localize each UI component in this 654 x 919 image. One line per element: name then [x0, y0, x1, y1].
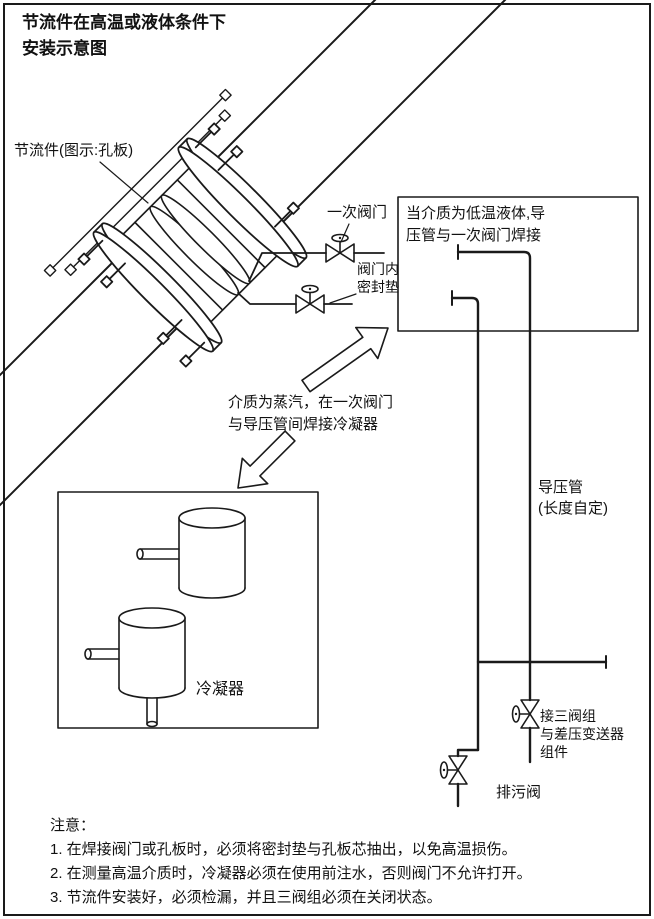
title-line1: 节流件在高温或液体条件下: [22, 13, 226, 32]
impulse-pipes: [450, 244, 608, 808]
arrow-to-valves: [301, 326, 389, 393]
title-line2: 安装示意图: [22, 39, 107, 58]
impulse-pipe-line1: 导压管: [538, 479, 584, 496]
arrow-to-condenser: [237, 430, 296, 489]
note-item-3: 3. 节流件安装好，必须检漏，并且三阀组必须在关闭状态。: [50, 889, 442, 906]
primary-valve-label: 一次阀门: [327, 204, 388, 221]
flange-bolt-studs: [77, 122, 300, 368]
steam-note-label: 介质为蒸汽，在一次阀门 与导压管间焊接冷凝器: [228, 392, 393, 436]
steam-note-line2: 与导压管间焊接冷凝器: [228, 416, 379, 433]
impulse-pipe-line2: (长度自定): [538, 500, 608, 517]
condenser-label: 冷凝器: [196, 681, 245, 698]
condenser-cylinder-upper: [136, 507, 246, 599]
valve-gasket-label: 阀门内 密封垫: [357, 260, 399, 296]
leader-throttle: [99, 161, 149, 204]
manifold-line1: 接三阀组: [540, 708, 596, 724]
notes-block: 注意： 1. 在焊接阀门或孔板时，必须将密封垫与孔板芯抽出，以免高温损伤。 2.…: [50, 814, 532, 910]
leader-gasket: [329, 293, 357, 304]
impulse-pipe-label: 导压管 (长度自定): [538, 477, 608, 519]
manifold-valve-symbol: [511, 699, 540, 729]
right-flange: [177, 137, 308, 268]
manifold-line2: 与差压变送器: [540, 726, 624, 742]
low-temp-note-line1: 当介质为低温液体,导: [406, 205, 546, 222]
low-temp-note-box: [397, 196, 639, 332]
note-item-2: 2. 在测量高温介质时，冷凝器必须在使用前注水，否则阀门不允许打开。: [50, 865, 532, 882]
low-temp-note-label: 当介质为低温液体,导 压管与一次阀门焊接: [406, 203, 545, 247]
drain-valve-symbol: [439, 755, 468, 785]
drain-valve-label: 排污阀: [496, 784, 542, 801]
manifold-line3: 组件: [540, 744, 568, 760]
primary-valve-1-symbol: [325, 233, 355, 263]
primary-valve-2-symbol: [295, 284, 325, 314]
leader-primary-valve: [340, 223, 350, 243]
steam-note-line1: 介质为蒸汽，在一次阀门: [228, 394, 394, 411]
left-flange: [92, 222, 223, 353]
orifice-plate: [149, 194, 251, 296]
valve-gasket-line2: 密封垫: [357, 279, 399, 295]
low-temp-note-line2: 压管与一次阀门焊接: [406, 227, 542, 244]
note-item-1: 1. 在焊接阀门或孔板时，必须将密封垫与孔板芯抽出，以免高温损伤。: [50, 841, 517, 858]
orifice-flange-assembly: [43, 88, 308, 368]
condenser-cylinder-lower: [84, 607, 186, 728]
tie-rod-studs: [43, 88, 232, 277]
notes-heading: 注意：: [50, 817, 96, 834]
valve-gasket-line1: 阀门内: [357, 261, 399, 277]
page-title: 节流件在高温或液体条件下 安装示意图: [22, 10, 226, 62]
manifold-label: 接三阀组 与差压变送器 组件: [540, 707, 624, 761]
condenser-box: [57, 491, 319, 729]
pressure-tap-lines: [237, 252, 385, 305]
throttle-element-label: 节流件(图示:孔板): [14, 142, 134, 159]
